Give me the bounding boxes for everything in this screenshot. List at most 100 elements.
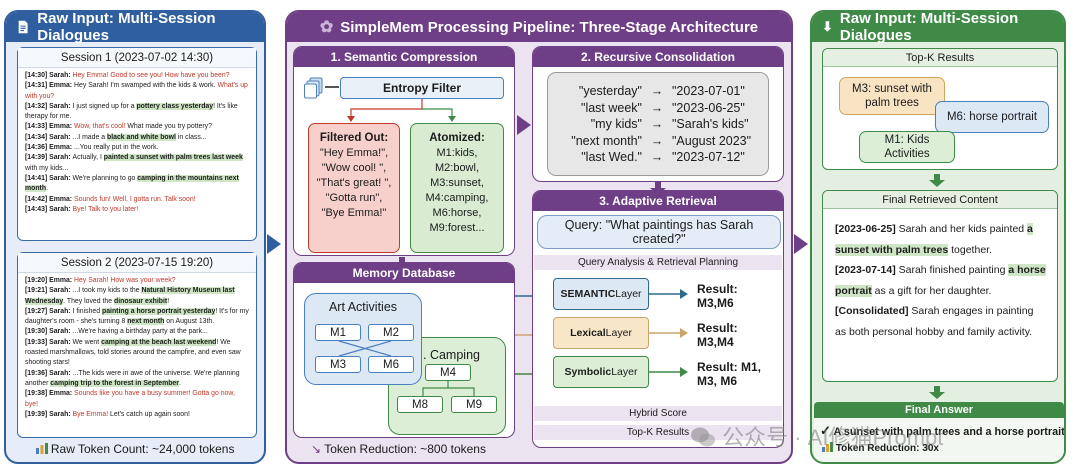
session-2-log: [19:20] Emma: Hey Sarah! How was your we… <box>18 273 256 423</box>
memory-node-m9: M9 <box>451 396 497 413</box>
session-2-card: Session 2 (2023-07-15 19:20) [19:20] Emm… <box>17 252 257 438</box>
dialogue-line: [19:33] Sarah: We went camping at the be… <box>25 338 249 369</box>
text-span: [14:43] Sarah: <box>25 205 73 213</box>
memory-node-m8: M8 <box>397 396 443 413</box>
token-reduction-footer: ↘ Token Reduction: ~800 tokens <box>311 442 486 456</box>
atomized-item: M6:horse, <box>432 207 482 219</box>
semantic-compression-panel: 1. Semantic Compression Entropy Filter F… <box>293 46 515 256</box>
text-span: ...I made a <box>72 133 107 141</box>
text-span: [14:30] Sarah: <box>25 72 73 79</box>
output-header: ⬇ Raw Input: Multi-Session Dialogues <box>812 10 1064 44</box>
raw-input-panel: Raw Input: Multi-Session Dialogues Sessi… <box>4 10 266 464</box>
memory-node-m2: M2 <box>368 324 414 341</box>
text-span: [19:30] Sarah: <box>25 328 73 336</box>
token-reduction-text: Token Reduction: ~800 tokens <box>324 442 486 456</box>
text-span: on August 13th. <box>164 318 215 326</box>
text-span: What's up with you? <box>25 82 248 100</box>
dialogue-line: [19:36] Sarah: ...The kids were in awe o… <box>25 369 249 390</box>
text-span: Sarah engages in painting as both person… <box>835 305 1034 338</box>
text-span: ! We roasted marshmallows, told stories … <box>25 338 241 367</box>
text-span: ...We're having a birthday party at the … <box>72 328 208 336</box>
topk-results-box: Top-K Results M3: sunset with palm trees… <box>822 48 1058 170</box>
text-span: [14:36] Emma: <box>25 144 75 152</box>
text-span: painted a sunset with palm trees last we… <box>103 154 243 162</box>
final-token-reduction-text: Token Reduction: 30x <box>835 443 939 454</box>
raw-input-header: Raw Input: Multi-Session Dialogues <box>6 10 264 44</box>
filtered-out-list: "Hey Emma!","Wow cool! ","That's great! … <box>309 146 399 221</box>
text-span: [14:41] Sarah: <box>25 174 73 182</box>
text-span: painting a horse portrait yesterday <box>102 307 216 315</box>
text-span: [2023-07-14] <box>835 264 896 276</box>
filtered-out-title: Filtered Out: <box>319 132 389 144</box>
dialogue-line: [14:30] Sarah: Hey Emma! Good to see you… <box>25 71 249 81</box>
text-span: I just signed up for a <box>72 102 137 110</box>
text-span: Hey Sarah! How was your week? <box>74 277 176 284</box>
text-span: Sarah finished painting <box>895 264 1009 276</box>
query-planning-bar: Query Analysis & Retrieval Planning <box>534 255 782 270</box>
text-span: Sounds like you have a busy summer! Gott… <box>25 390 235 408</box>
flow-arrow-input-to-pipeline <box>267 234 281 254</box>
semantic-result-label: Result: <box>697 282 738 296</box>
text-span: Sarah and her kids painted <box>895 223 1028 235</box>
memory-database-panel: Memory Database . Camping M4 M8 M9 Art A… <box>293 262 515 438</box>
dialogue-line: [14:42] Emma: Sounds fun! Well, I gotta … <box>25 195 249 205</box>
text-span: [19:27] Sarah: <box>25 307 73 315</box>
consolidation-from: "next month" <box>571 133 642 148</box>
atomized-item: M2:bowl, <box>434 162 480 174</box>
lexical-layer-name: Lexical <box>570 327 606 339</box>
memory-node-m3: M3 <box>315 356 361 373</box>
text-span: ! It's for my daughter's room - she's tu… <box>25 307 249 326</box>
consolidation-from: "last Wed." <box>581 150 642 164</box>
raw-input-title: Raw Input: Multi-Session Dialogues <box>37 10 216 44</box>
dialogue-line: [14:33] Emma: Wow, that's cool! What mad… <box>25 122 249 132</box>
consolidation-row: "my kids"→"Sarah's kids" <box>548 116 768 133</box>
consolidation-rows: "yesterday"→"2023-07-01""last week"→"202… <box>548 83 768 166</box>
topk-results-bar: Top-K Results <box>534 425 782 440</box>
result-card-m1: M1: Kids Activities <box>859 131 955 163</box>
filter-split-arrows <box>347 99 456 122</box>
text-span: [14:42] Emma: <box>25 195 75 203</box>
text-span: ...The kids were in awe of the universe.… <box>25 369 240 387</box>
atomized-item: M3:sunset, <box>430 177 484 189</box>
consolidation-row: "last week"→"2023-06-25" <box>548 100 768 117</box>
text-span: . <box>178 379 181 387</box>
lexical-result-value: M3,M4 <box>697 335 734 349</box>
text-span: in class... <box>175 133 207 141</box>
raw-token-count: Raw Token Count: ~24,000 tokens <box>6 442 264 457</box>
stacked-documents-icon <box>304 77 324 104</box>
semantic-layer-name: SEMANTIC <box>560 288 616 300</box>
connector-line <box>325 86 339 88</box>
dialogue-line: [19:30] Sarah: ...We're having a birthda… <box>25 327 249 337</box>
dialogue-line: [19:39] Sarah: Bye Emma! Let's catch up … <box>25 410 249 420</box>
text-span: [Consolidated] <box>835 305 909 317</box>
output-panel: ⬇ Raw Input: Multi-Session Dialogues Top… <box>810 10 1066 464</box>
symbolic-result: Result: M1, M3, M6 <box>697 360 761 388</box>
text-span: dinosaur exhibit <box>114 297 168 305</box>
text-span: [14:32] Sarah: <box>25 102 73 110</box>
text-span: Wow, that's cool! <box>74 123 126 131</box>
recursive-consolidation-title: 2. Recursive Consolidation <box>533 47 783 67</box>
text-span: ! It's like therapy for me. <box>25 102 238 121</box>
consolidation-to: "2023-06-25" <box>672 100 745 115</box>
final-entry: [Consolidated] Sarah engages in painting… <box>835 301 1047 342</box>
text-span: Hey Sarah! I'm swamped with the kids & w… <box>74 82 218 90</box>
watermark-text: 公众号 · AI修猫Prompt <box>722 425 944 450</box>
text-span: [19:38] Emma: <box>25 390 75 398</box>
consolidation-from: "yesterday" <box>578 84 642 98</box>
art-activities-title: Art Activities <box>328 300 398 314</box>
lexical-layer-suffix: Layer <box>605 327 632 339</box>
atomized-item: M1:kids, <box>436 147 478 159</box>
symbolic-layer-suffix: Layer <box>611 366 638 378</box>
text-span: black and white bowl <box>106 133 176 141</box>
semantic-compression-title: 1. Semantic Compression <box>294 47 514 67</box>
final-answer-box: Final Answer ✓ A sunset with palm trees … <box>814 402 1064 462</box>
arrow-topk-to-final <box>929 174 945 188</box>
text-span: next month <box>127 318 165 326</box>
gear-icon: ✿ <box>319 19 334 36</box>
dialogue-line: [14:36] Emma: ...You really put in the w… <box>25 143 249 153</box>
camping-cluster-title: . Camping <box>423 348 480 362</box>
lexical-result-label: Result: <box>697 321 738 335</box>
output-title: Raw Input: Multi-Session Dialogues <box>839 10 1019 44</box>
pipeline-header: ✿ SimpleMem Processing Pipeline: Three-S… <box>287 12 791 42</box>
consolidation-row: "yesterday"→"2023-07-01" <box>548 83 768 100</box>
